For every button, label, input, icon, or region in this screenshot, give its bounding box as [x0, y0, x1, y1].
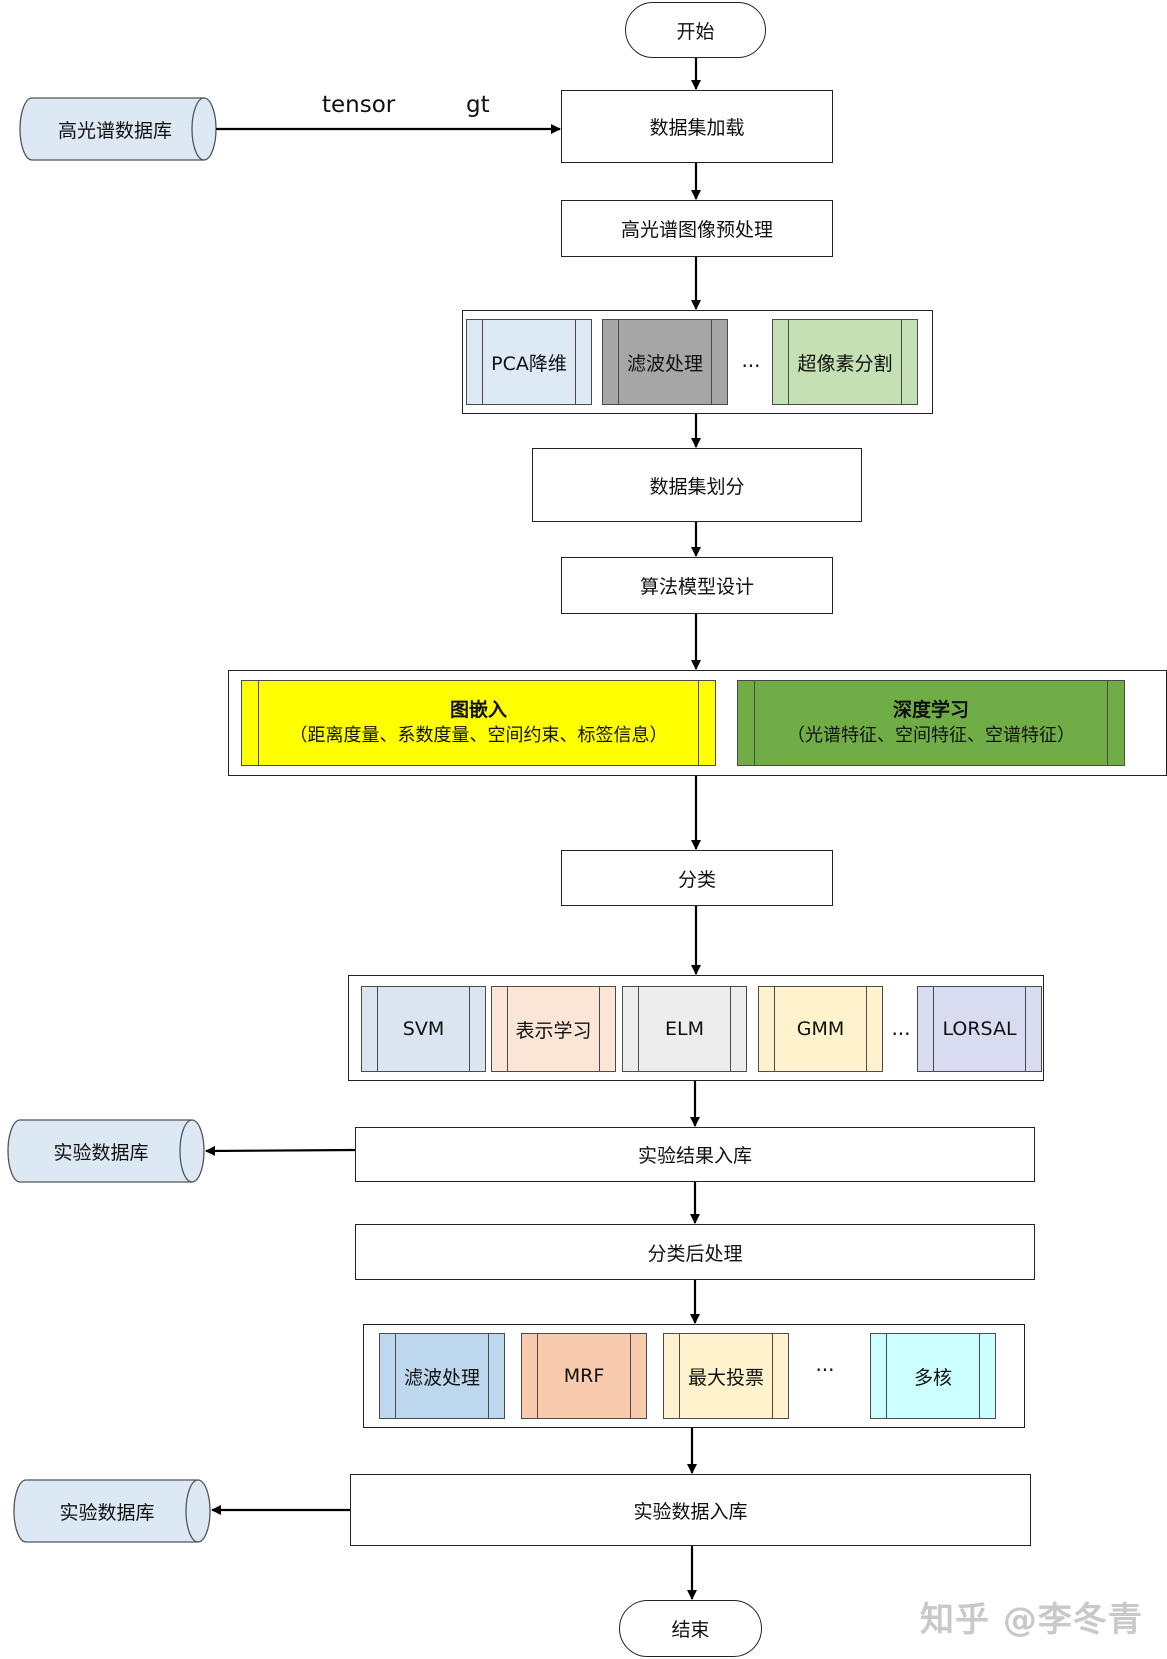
experiment-database-1-label: 实验数据库 [53, 1141, 149, 1164]
model-design-label: 算法模型设计 [639, 576, 754, 598]
deep-learning-block: 深度学习 （光谱特征、空间特征、空谱特征） [737, 680, 1125, 766]
svm-label: SVM [402, 1018, 445, 1040]
svm-classifier: SVM [361, 986, 486, 1072]
post-filter-method: 滤波处理 [379, 1333, 505, 1419]
elm-classifier: ELM [622, 986, 747, 1072]
multi-kernel-label: 多核 [913, 1366, 952, 1389]
graph-embedding-detail: （距离度量、系数度量、空间约束、标签信息） [289, 725, 668, 746]
experiment-database-2-label: 实验数据库 [59, 1501, 155, 1524]
dataset-load-label: 数据集加载 [649, 117, 745, 139]
experiment-database-2-icon [13, 1479, 211, 1543]
multi-kernel-method: 多核 [870, 1333, 996, 1419]
mrf-method: MRF [521, 1333, 647, 1419]
hyperspectral-database-icon [19, 97, 217, 161]
graph-embedding-block: 图嵌入 （距离度量、系数度量、空间约束、标签信息） [241, 680, 716, 766]
edge-label-gt: gt [466, 92, 490, 118]
dataset-split-label: 数据集划分 [649, 475, 745, 498]
end-terminal: 结束 [619, 1600, 762, 1657]
postprocess-label: 分类后处理 [647, 1242, 743, 1265]
filter-method-label: 滤波处理 [626, 352, 703, 375]
classifiers-ellipsis: ... [891, 1016, 911, 1040]
superpixel-method: 超像素分割 [772, 319, 918, 405]
preprocess-ellipsis: ... [741, 348, 761, 372]
post-filter-label: 滤波处理 [403, 1366, 480, 1389]
watermark: 知乎 @李冬青 [920, 1600, 1143, 1640]
data-store-label: 实验数据入库 [633, 1500, 748, 1523]
pca-method-label: PCA降维 [491, 352, 567, 375]
result-store-box: 实验结果入库 [355, 1127, 1035, 1182]
post-methods-ellipsis: ... [815, 1352, 835, 1376]
experiment-database-1-icon [7, 1119, 205, 1183]
pca-method: PCA降维 [466, 319, 592, 405]
classify-label: 分类 [677, 868, 716, 891]
classify-box: 分类 [561, 850, 833, 906]
mrf-label: MRF [563, 1365, 605, 1387]
start-terminal: 开始 [625, 2, 766, 58]
deep-learning-detail: （光谱特征、空间特征、空谱特征） [787, 725, 1075, 746]
majority-vote-method: 最大投票 [663, 1333, 789, 1419]
data-store-box: 实验数据入库 [350, 1474, 1031, 1546]
lorsal-classifier: LORSAL [917, 986, 1042, 1072]
dataset-split-box: 数据集划分 [532, 448, 862, 522]
dataset-load-box: 数据集加载 [561, 90, 833, 163]
model-design-box: 算法模型设计 [561, 557, 833, 614]
representation-learning-classifier: 表示学习 [491, 986, 616, 1072]
lorsal-label: LORSAL [942, 1018, 1017, 1040]
result-store-label: 实验结果入库 [637, 1145, 752, 1167]
gmm-label: GMM [796, 1018, 845, 1040]
start-label: 开始 [676, 20, 715, 43]
postprocess-box: 分类后处理 [355, 1224, 1035, 1280]
representation-learning-label: 表示学习 [515, 1019, 592, 1042]
preprocess-label: 高光谱图像预处理 [620, 219, 773, 241]
filter-method: 滤波处理 [602, 319, 728, 405]
superpixel-method-label: 超像素分割 [797, 352, 893, 375]
edge-label-tensor: tensor [322, 92, 396, 118]
graph-embedding-title: 图嵌入 [449, 699, 507, 721]
majority-vote-label: 最大投票 [687, 1366, 764, 1389]
gmm-classifier: GMM [758, 986, 883, 1072]
deep-learning-title: 深度学习 [892, 699, 969, 721]
elm-label: ELM [665, 1018, 704, 1040]
end-label: 结束 [671, 1619, 710, 1641]
preprocess-box: 高光谱图像预处理 [561, 200, 833, 257]
hyperspectral-database-label: 高光谱数据库 [57, 119, 172, 142]
arrow-result-store-to-db [205, 1145, 356, 1156]
